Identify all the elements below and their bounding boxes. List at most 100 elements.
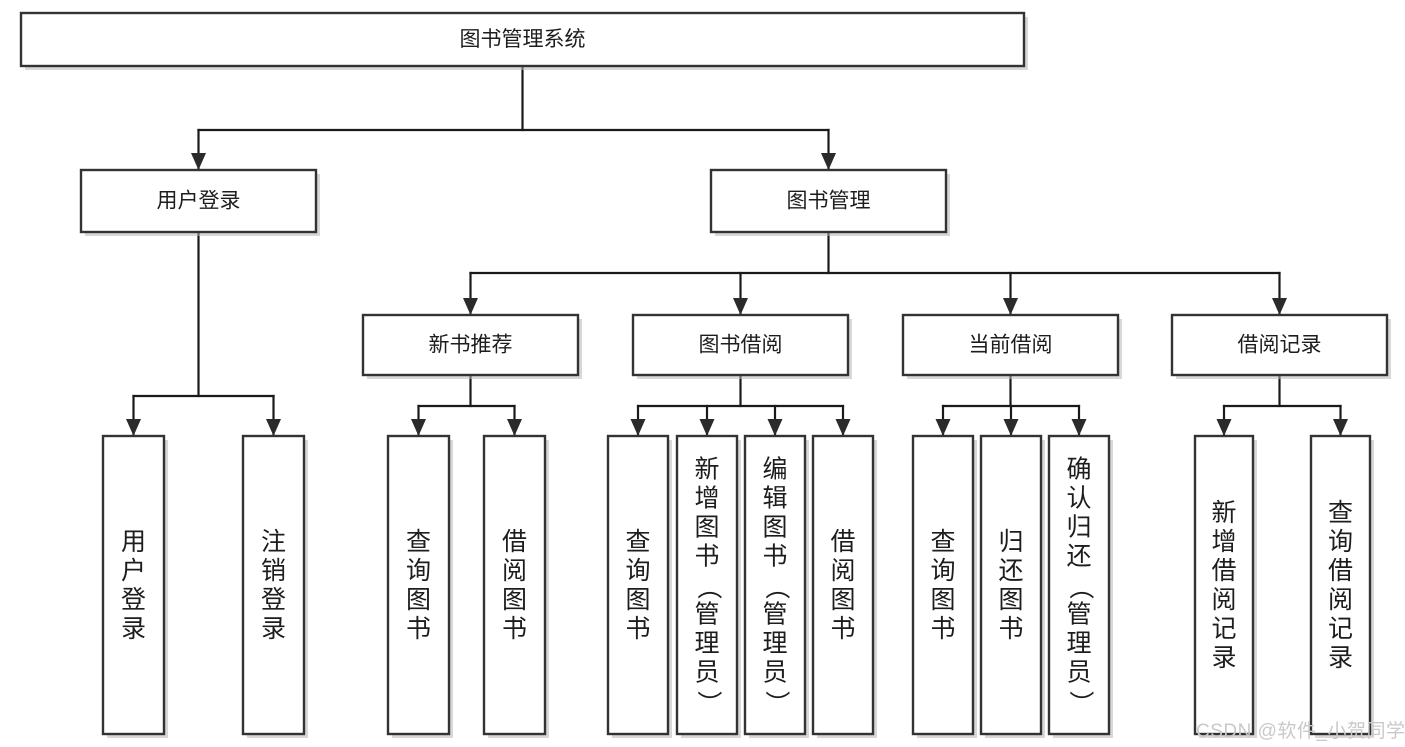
- svg-text:借: 借: [1211, 557, 1236, 585]
- svg-text:记: 记: [1211, 615, 1236, 643]
- edge-group-book-management: [463, 230, 1287, 317]
- svg-text:图: 图: [625, 586, 650, 614]
- svg-text:询: 询: [1328, 528, 1353, 556]
- node-rect[interactable]: [386, 434, 451, 736]
- node-rect[interactable]: [1047, 434, 1111, 736]
- svg-text:编: 编: [762, 456, 787, 484]
- svg-text:书: 书: [502, 615, 527, 643]
- node-rect[interactable]: [19, 11, 1026, 68]
- svg-text:阅: 阅: [1211, 586, 1236, 614]
- svg-text:阅: 阅: [502, 557, 527, 585]
- node-rect[interactable]: [606, 434, 670, 736]
- node-label: 借阅记录: [1238, 334, 1322, 357]
- svg-text:书: 书: [998, 615, 1023, 643]
- node-rect[interactable]: [1309, 434, 1372, 736]
- node-borrow-records[interactable]: 借阅记录: [1170, 313, 1391, 379]
- svg-text:图: 图: [406, 586, 431, 614]
- node-rect[interactable]: [675, 434, 739, 736]
- svg-text:（: （: [1066, 574, 1094, 599]
- svg-text:借: 借: [1328, 557, 1353, 585]
- node-label: 用户登录: [157, 190, 241, 213]
- svg-text:员: 员: [694, 659, 719, 687]
- node-rect[interactable]: [911, 434, 975, 736]
- node-rect[interactable]: [79, 168, 318, 234]
- node-rect[interactable]: [709, 168, 948, 234]
- svg-text:（: （: [694, 574, 722, 599]
- node-rect[interactable]: [361, 313, 580, 377]
- svg-text:增: 增: [694, 485, 719, 513]
- node-label: 图书管理: [787, 190, 871, 213]
- svg-text:辑: 辑: [762, 485, 787, 513]
- svg-text:新: 新: [1211, 499, 1236, 527]
- node-new-book-recommend[interactable]: 新书推荐: [361, 313, 582, 379]
- svg-text:询: 询: [625, 557, 650, 585]
- node-current-borrow[interactable]: 当前借阅: [901, 313, 1122, 379]
- node-user-login[interactable]: 用户登录: [79, 168, 320, 236]
- svg-text:图: 图: [694, 514, 719, 542]
- svg-text:录: 录: [261, 615, 286, 643]
- node-book-borrow[interactable]: 图书借阅: [631, 313, 852, 379]
- svg-text:归: 归: [998, 528, 1023, 556]
- svg-text:登: 登: [121, 586, 146, 614]
- svg-text:阅: 阅: [1328, 586, 1353, 614]
- node-label: 新书推荐: [429, 334, 513, 357]
- node-rect[interactable]: [631, 313, 850, 377]
- node-book-management[interactable]: 图书管理: [709, 168, 950, 236]
- svg-text:图: 图: [762, 514, 787, 542]
- svg-text:录: 录: [1211, 644, 1236, 672]
- svg-text:查: 查: [406, 528, 431, 556]
- node-layer: 图书管理系统用户登录图书管理新书推荐图书借阅当前借阅借阅记录用户登录注销登录查询…: [19, 11, 1391, 738]
- node-leaf-user-login[interactable]: 用户登录: [101, 434, 168, 738]
- svg-text:员: 员: [1066, 659, 1091, 687]
- node-label: 用户登录: [121, 528, 146, 643]
- svg-text:增: 增: [1211, 528, 1236, 556]
- node-root[interactable]: 图书管理系统: [19, 11, 1028, 70]
- svg-text:书: 书: [830, 615, 855, 643]
- node-label: 当前借阅: [969, 334, 1053, 357]
- node-rect[interactable]: [241, 434, 306, 736]
- node-rect[interactable]: [901, 313, 1120, 377]
- svg-text:书: 书: [406, 615, 431, 643]
- node-rect[interactable]: [811, 434, 875, 736]
- node-rect[interactable]: [743, 434, 807, 736]
- edge-group-current-borrow: [935, 373, 1087, 438]
- node-rect[interactable]: [482, 434, 547, 736]
- svg-text:查: 查: [1328, 499, 1353, 527]
- svg-text:登: 登: [261, 586, 286, 614]
- svg-text:询: 询: [406, 557, 431, 585]
- svg-text:管: 管: [762, 601, 787, 629]
- svg-text:销: 销: [261, 557, 286, 585]
- node-rect[interactable]: [1170, 313, 1389, 377]
- svg-text:）: ）: [1066, 690, 1094, 715]
- svg-text:记: 记: [1328, 615, 1353, 643]
- node-rect[interactable]: [101, 434, 166, 736]
- node-label: 图书借阅: [699, 334, 783, 357]
- node-rect[interactable]: [1193, 434, 1255, 736]
- edge-group-root: [191, 64, 836, 172]
- edge-group-book-borrow: [630, 373, 851, 438]
- node-rect[interactable]: [979, 434, 1043, 736]
- connector-layer: [126, 64, 1348, 438]
- svg-text:管: 管: [1066, 601, 1091, 629]
- svg-text:归: 归: [1066, 514, 1091, 542]
- svg-text:书: 书: [762, 543, 787, 571]
